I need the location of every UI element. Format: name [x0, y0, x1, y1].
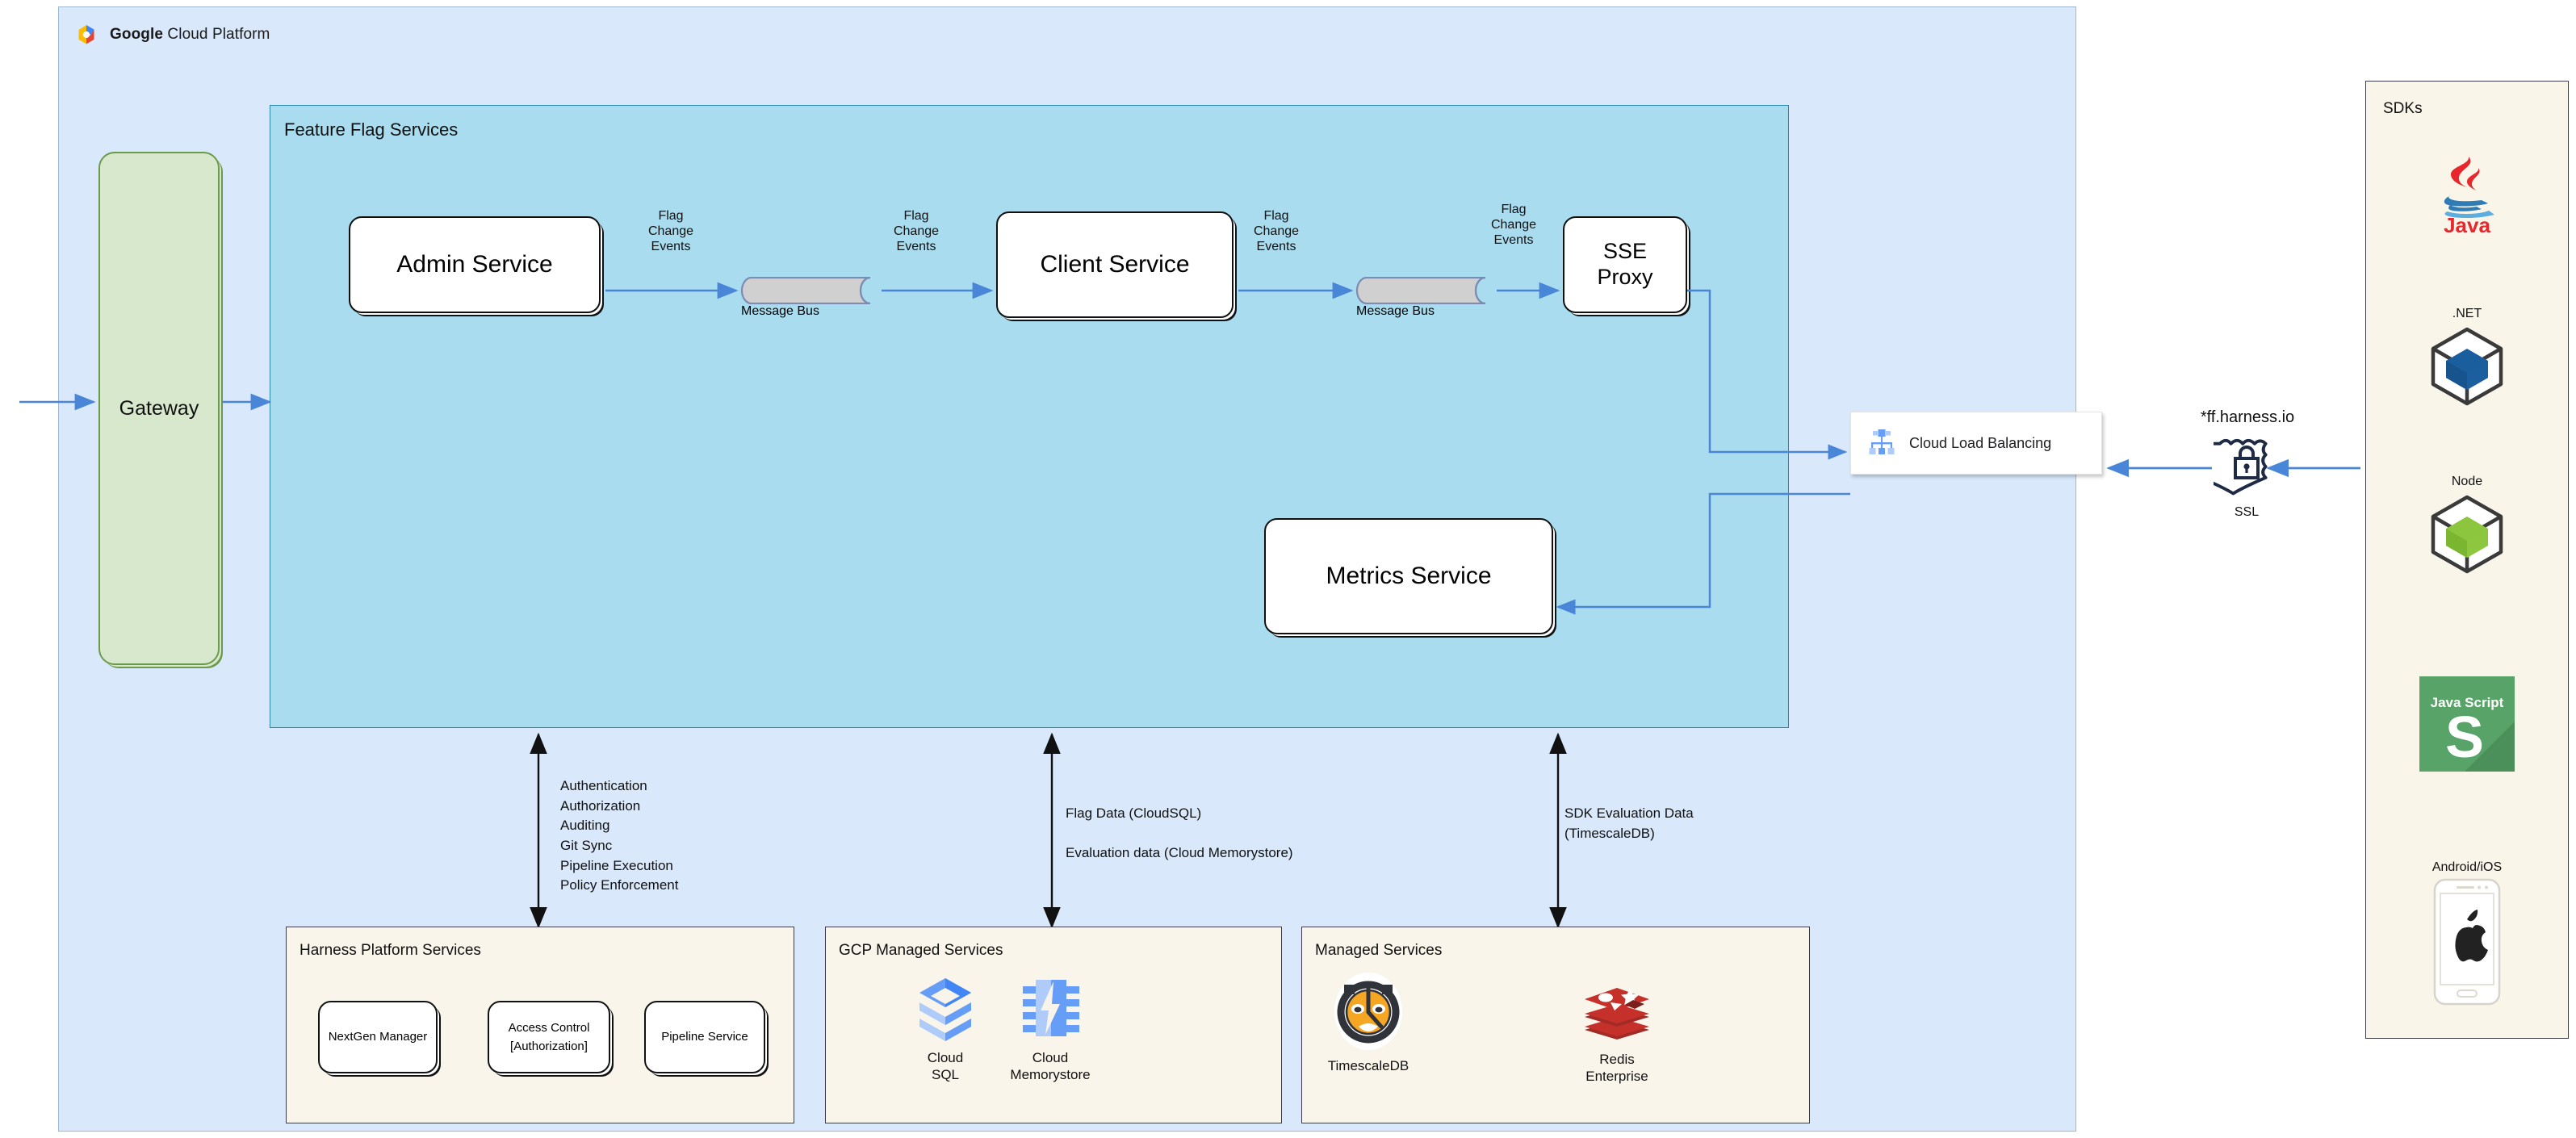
sdk-android-ios-item[interactable]: Android/iOS — [2365, 860, 2569, 1006]
cloud-memorystore-icon — [982, 975, 1119, 1044]
pipeline-service-label: Pipeline Service — [661, 1030, 748, 1044]
gateway-node[interactable]: Gateway — [98, 152, 220, 665]
nextgen-manager-label: NextGen Manager — [328, 1030, 428, 1044]
sdk-java-item[interactable]: Java — [2365, 153, 2569, 234]
sdk-dotnet-label: .NET — [2452, 307, 2482, 320]
gcp-title-bold: Google — [110, 26, 164, 43]
svg-text:Java Script: Java Script — [2431, 695, 2504, 710]
admin-service-label: Admin Service — [396, 251, 553, 278]
access-control-node[interactable]: Access Control[Authorization] — [488, 1001, 610, 1073]
note-managed-services: SDK Evaluation Data(TimescaleDB) — [1564, 805, 1694, 841]
cloud-sql-icon — [877, 975, 1014, 1044]
gateway-label: Gateway — [119, 396, 199, 420]
ssl-shield-lock-icon — [2214, 434, 2280, 497]
node-cube-icon — [2365, 492, 2569, 576]
java-logo-icon: Java — [2365, 153, 2569, 234]
gcp-title: Google Cloud Platform — [110, 26, 270, 44]
admin-service-node[interactable]: Admin Service — [349, 216, 601, 313]
managed-services-title: Managed Services — [1315, 942, 1443, 959]
sdk-javascript-item[interactable]: Java Script S — [2365, 676, 2569, 772]
sdk-dotnet-item[interactable]: .NET — [2365, 307, 2569, 408]
google-cloud-logo-icon — [74, 23, 98, 47]
nextgen-manager-node[interactable]: NextGen Manager — [318, 1001, 438, 1073]
timescaledb-item[interactable]: TimescaleDB — [1300, 970, 1437, 1074]
cloud-load-balancing-icon — [1866, 427, 1898, 459]
gcp-header: Google Cloud Platform — [74, 21, 478, 48]
svg-text:S: S — [2445, 705, 2484, 770]
client-service-label: Client Service — [1040, 251, 1190, 278]
note-gcp-managed: Flag Data (CloudSQL)Evaluation data (Clo… — [1066, 805, 1293, 861]
external-domain-label: *ff.harness.io — [2200, 408, 2295, 426]
redis-icon — [1548, 981, 1686, 1046]
ssl-label: SSL — [2234, 505, 2260, 519]
timescaledb-label: TimescaleDB — [1327, 1058, 1409, 1073]
pipeline-service-node[interactable]: Pipeline Service — [644, 1001, 765, 1073]
svg-text:Java: Java — [2444, 213, 2490, 234]
message-bus-1[interactable]: Message Bus — [741, 277, 880, 318]
metrics-service-label: Metrics Service — [1326, 563, 1492, 589]
metrics-service-node[interactable]: Metrics Service — [1264, 518, 1553, 634]
feature-flag-services-title: Feature Flag Services — [284, 119, 459, 140]
sdk-android-ios-label: Android/iOS — [2431, 860, 2503, 874]
message-bus-2-label: Message Bus — [1356, 304, 1435, 318]
cloud-load-balancing-label: Cloud Load Balancing — [1909, 434, 2052, 451]
mobile-apple-icon — [2365, 878, 2569, 1006]
cloud-load-balancing-card[interactable]: Cloud Load Balancing — [1850, 412, 2102, 475]
message-bus-1-label: Message Bus — [741, 304, 819, 318]
client-service-node[interactable]: Client Service — [996, 211, 1234, 318]
message-bus-2[interactable]: Message Bus — [1356, 277, 1495, 318]
dotnet-cube-icon — [2365, 324, 2569, 408]
timescaledb-tiger-icon — [1300, 970, 1437, 1052]
sdks-title: SDKs — [2383, 100, 2423, 117]
harness-platform-services-title: Harness Platform Services — [299, 942, 481, 959]
gcp-title-rest: Cloud Platform — [163, 26, 270, 43]
sdk-node-label: Node — [2451, 475, 2483, 488]
sdk-node-item[interactable]: Node — [2365, 475, 2569, 576]
access-control-label: Access Control[Authorization] — [508, 1020, 590, 1053]
gcp-managed-services-title: GCP Managed Services — [839, 942, 1003, 959]
javascript-tile-icon: Java Script S — [2365, 676, 2569, 772]
